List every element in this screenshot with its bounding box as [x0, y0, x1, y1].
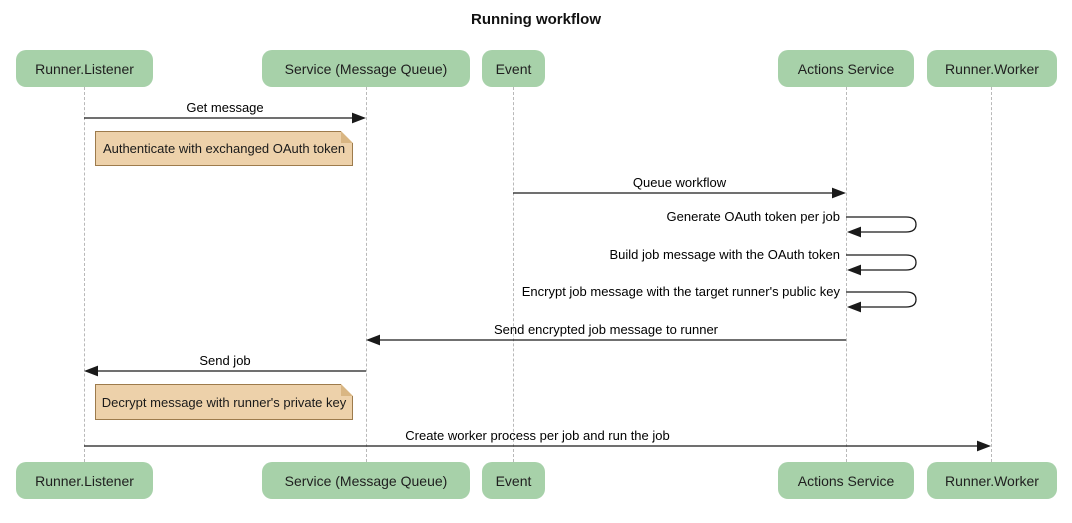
participant-runner-worker-top: Runner.Worker — [927, 50, 1057, 87]
message-label: Encrypt job message with the target runn… — [521, 284, 840, 299]
participant-label: Event — [495, 60, 532, 77]
note-decrypt-message: Decrypt message with runner's private ke… — [95, 384, 353, 420]
arrowhead — [847, 226, 861, 238]
participant-label: Runner.Listener — [35, 60, 134, 77]
message-label: Send job — [199, 353, 251, 368]
participant-event-bottom: Event — [482, 462, 545, 499]
note-text: Decrypt message with runner's private ke… — [101, 394, 347, 410]
lifeline-actions-service — [846, 87, 847, 462]
message-label: Generate OAuth token per job — [666, 209, 840, 224]
participant-label: Runner.Listener — [35, 472, 134, 489]
participant-runner-listener-top: Runner.Listener — [16, 50, 153, 87]
arrowhead — [832, 187, 846, 199]
message-label: Send encrypted job message to runner — [493, 322, 719, 337]
message-label: Queue workflow — [632, 175, 727, 190]
lifeline-service-message-queue — [366, 87, 367, 462]
participant-label: Runner.Worker — [945, 472, 1039, 489]
participant-label: Service (Message Queue) — [284, 60, 448, 77]
self-loop-generate-oauth-token — [846, 216, 917, 233]
note-text: Authenticate with exchanged OAuth token — [102, 141, 346, 156]
participant-label: Runner.Worker — [945, 60, 1039, 77]
arrowhead — [352, 112, 366, 124]
arrowhead — [366, 334, 380, 346]
note-authenticate-oauth: Authenticate with exchanged OAuth token — [95, 131, 353, 166]
participant-label: Actions Service — [797, 60, 895, 77]
self-loop-encrypt-job-message — [846, 291, 917, 308]
participant-label: Actions Service — [797, 472, 895, 489]
self-loop-build-job-message — [846, 254, 917, 271]
participant-service-message-queue-bottom: Service (Message Queue) — [262, 462, 470, 499]
lifeline-event — [513, 87, 514, 462]
message-label: Get message — [186, 100, 264, 115]
arrowhead — [847, 301, 861, 313]
lifeline-runner-listener — [84, 87, 85, 462]
participant-runner-listener-bottom: Runner.Listener — [16, 462, 153, 499]
participant-actions-service-bottom: Actions Service — [778, 462, 914, 499]
arrowhead — [84, 365, 98, 377]
participant-label: Event — [495, 472, 532, 489]
arrowhead — [977, 440, 991, 452]
diagram-title: Running workflow — [471, 11, 601, 28]
participant-event-top: Event — [482, 50, 545, 87]
participant-runner-worker-bottom: Runner.Worker — [927, 462, 1057, 499]
participant-actions-service-top: Actions Service — [778, 50, 914, 87]
participant-label: Service (Message Queue) — [284, 472, 448, 489]
lifeline-runner-worker — [991, 87, 992, 462]
participant-service-message-queue-top: Service (Message Queue) — [262, 50, 470, 87]
arrowhead — [847, 264, 861, 276]
message-label: Create worker process per job and run th… — [405, 428, 670, 443]
message-label: Build job message with the OAuth token — [609, 247, 840, 262]
